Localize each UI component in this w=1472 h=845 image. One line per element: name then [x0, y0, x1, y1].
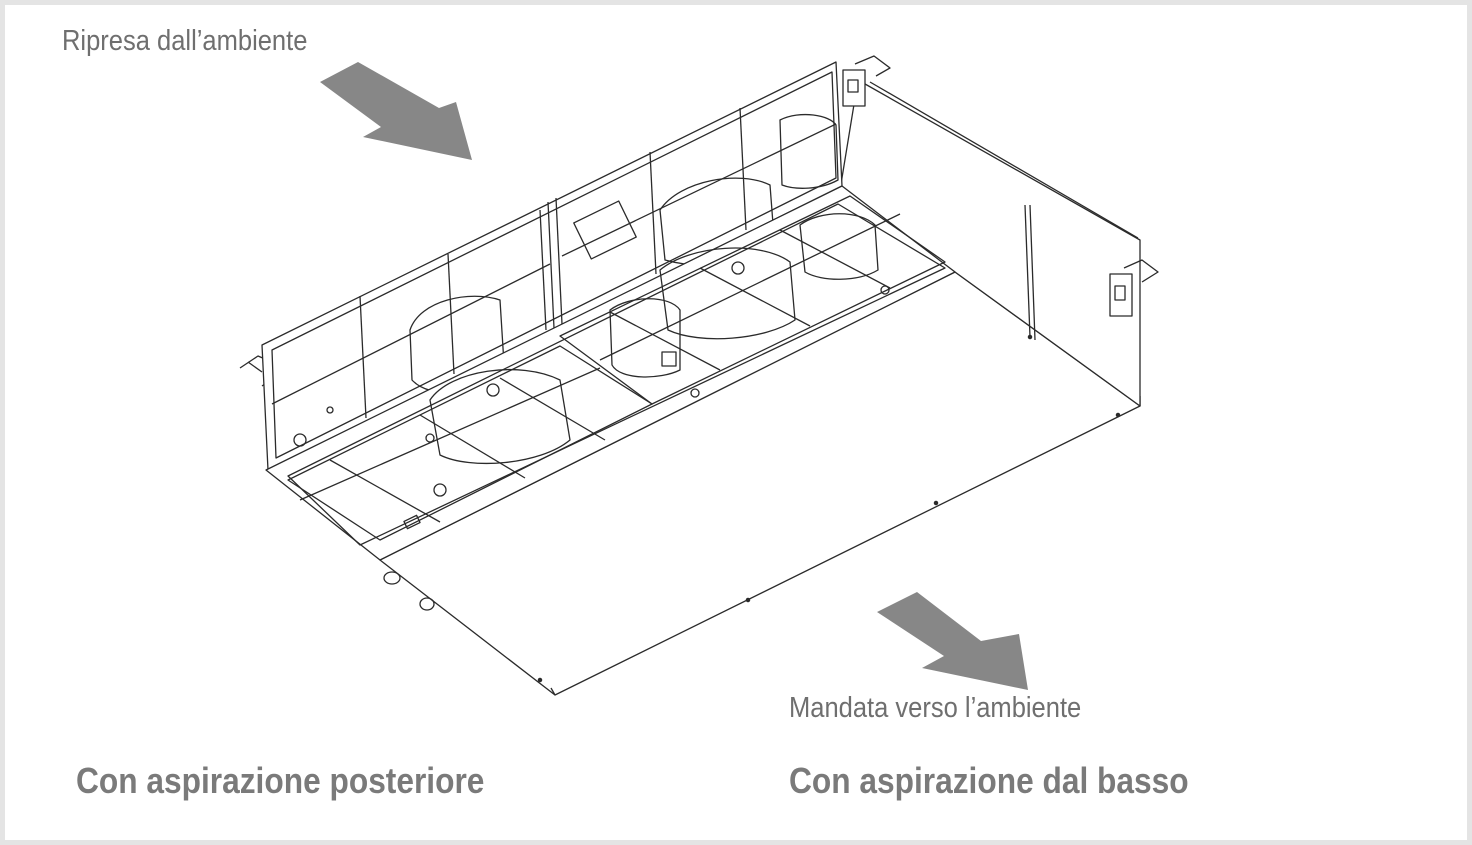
- rear-suction-caption: Con aspirazione posteriore: [76, 760, 485, 801]
- supply-label: Mandata verso l’ambiente: [789, 692, 1082, 724]
- mounting-bracket-right: [1109, 259, 1159, 317]
- intake-label: Ripresa dall’ambiente: [62, 25, 308, 57]
- rear-filter-frame: [261, 61, 843, 471]
- bottom-intake-section: [265, 185, 956, 611]
- mounting-bracket-top: [842, 55, 891, 107]
- intake-arrow: [320, 62, 472, 160]
- bottom-suction-caption: Con aspirazione dal basso: [789, 760, 1189, 801]
- supply-arrow: [877, 592, 1028, 690]
- side-casing: [839, 79, 1141, 407]
